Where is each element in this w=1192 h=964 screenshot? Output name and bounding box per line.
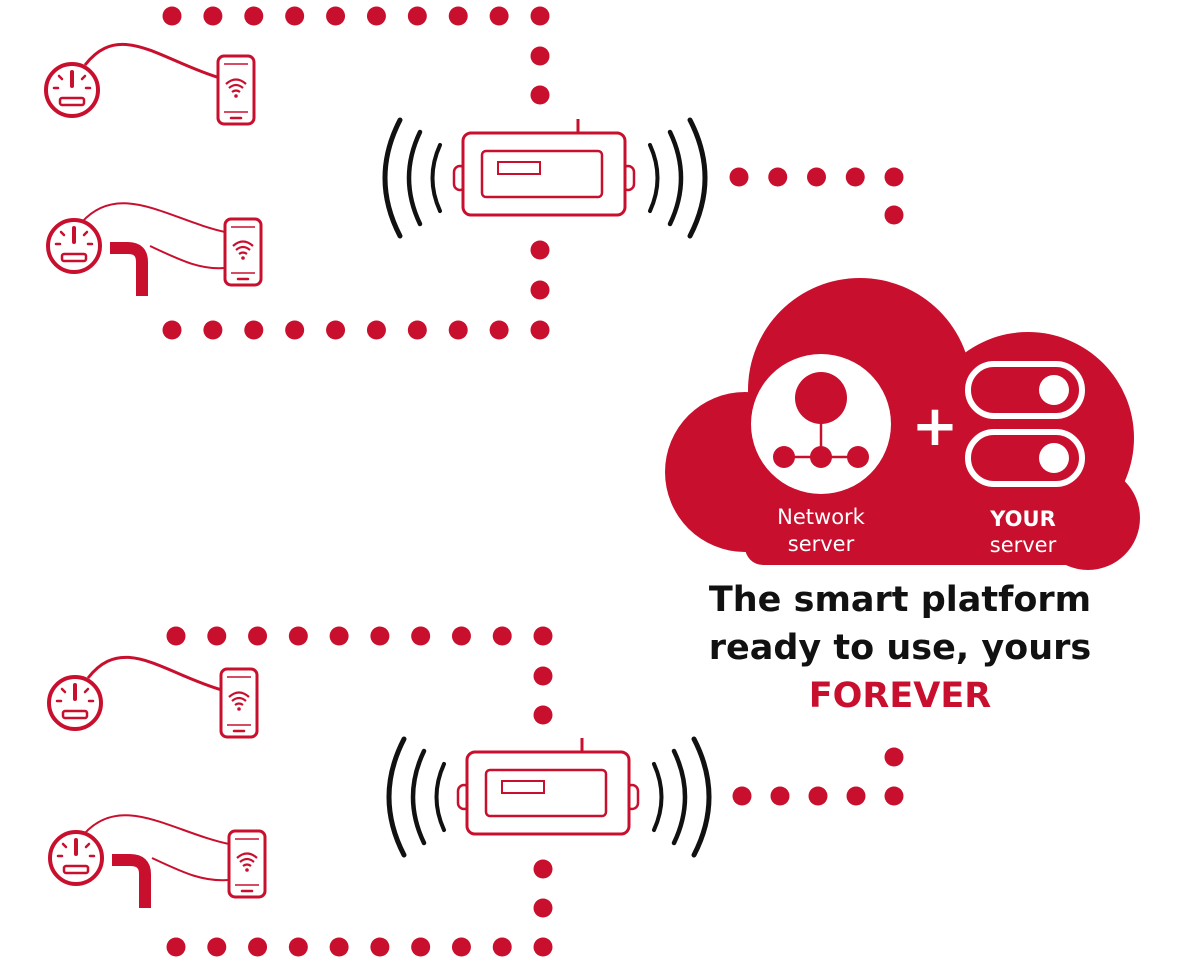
- meter-cable: [151, 857, 230, 882]
- radio-gateway-icon: [386, 736, 712, 858]
- connection-dot: [288, 937, 308, 957]
- connection-dot: [326, 320, 346, 340]
- connection-dot: [489, 6, 509, 26]
- connection-dot: [207, 626, 227, 646]
- connection-dot: [884, 205, 904, 225]
- tagline-line1: The smart platform: [708, 580, 1092, 620]
- connection-dot: [492, 937, 512, 957]
- connection-dot: [533, 898, 553, 918]
- dotted-connections: [162, 6, 904, 957]
- device-cluster-bottom: [47, 655, 267, 908]
- connection-dot: [533, 666, 553, 686]
- connection-dot: [533, 626, 553, 646]
- connection-dot: [808, 786, 828, 806]
- connection-dot: [530, 46, 550, 66]
- connection-dot: [768, 167, 788, 187]
- connection-dot: [162, 6, 182, 26]
- meter-gauge-icon: [47, 675, 103, 731]
- connection-dot: [329, 626, 349, 646]
- connection-dot: [244, 6, 264, 26]
- meter-cable: [83, 42, 221, 80]
- tagline-forever: FOREVER: [808, 676, 992, 716]
- connection-dot: [166, 937, 186, 957]
- connection-dot: [366, 320, 386, 340]
- connection-dot: [411, 626, 431, 646]
- pipe-meter-icon: [48, 830, 151, 908]
- connection-dot: [162, 320, 182, 340]
- connection-dot: [411, 937, 431, 957]
- connection-dot: [166, 626, 186, 646]
- meter-gauge-icon: [44, 62, 100, 118]
- connection-dot: [492, 626, 512, 646]
- toggle-switches-icon: [965, 361, 1085, 487]
- connection-dot: [489, 320, 509, 340]
- network-server-label-line2: server: [788, 532, 855, 556]
- meter-cable: [81, 202, 226, 233]
- connection-dot: [846, 786, 866, 806]
- network-server-icon: [751, 354, 891, 494]
- radio-waves-icon: [386, 736, 712, 858]
- smartphone-wifi-icon: [216, 54, 256, 126]
- connection-dot: [729, 167, 749, 187]
- tagline: The smart platform ready to use, yours F…: [660, 576, 1140, 720]
- connection-dot: [530, 280, 550, 300]
- connection-dot: [329, 937, 349, 957]
- meter-cable: [86, 655, 223, 692]
- meter-cable: [149, 245, 226, 270]
- radio-waves-icon: [382, 117, 708, 239]
- connection-dot: [203, 320, 223, 340]
- network-server-label-line1: Network: [777, 505, 866, 529]
- connection-dot: [451, 937, 471, 957]
- connection-dot: [407, 6, 427, 26]
- connection-dot: [370, 937, 390, 957]
- connection-dot: [530, 240, 550, 260]
- connection-dot: [244, 320, 264, 340]
- connection-dot: [533, 937, 553, 957]
- connection-dot: [448, 320, 468, 340]
- connection-dot: [807, 167, 826, 187]
- tagline-line2: ready to use, yours: [708, 628, 1092, 668]
- connection-dot: [248, 626, 268, 646]
- pipe-meter-icon: [46, 218, 148, 296]
- connection-dot: [285, 6, 305, 26]
- smartphone-wifi-icon: [219, 667, 259, 739]
- connection-dot: [732, 786, 752, 806]
- connection-dot: [533, 859, 553, 879]
- connection-dot: [326, 6, 346, 26]
- connection-dot: [884, 786, 904, 806]
- connection-dot: [448, 6, 468, 26]
- connection-dot: [207, 937, 227, 957]
- plus-sign: +: [912, 394, 959, 459]
- connection-dot: [530, 6, 550, 26]
- connection-dot: [407, 320, 427, 340]
- connection-dot: [370, 626, 390, 646]
- connection-dot: [884, 167, 904, 187]
- connection-dot: [366, 6, 386, 26]
- smartphone-wifi-icon: [223, 217, 263, 287]
- connection-dot: [288, 626, 308, 646]
- your-server-label-line2: server: [990, 533, 1057, 557]
- connection-dot: [285, 320, 305, 340]
- device-cluster-top: [44, 42, 263, 296]
- connection-dot: [770, 786, 790, 806]
- your-server-label-line1: YOUR: [989, 507, 1056, 531]
- smartphone-wifi-icon: [227, 829, 267, 899]
- connection-dot: [530, 320, 550, 340]
- radio-gateway-icon: [382, 117, 708, 239]
- connection-dot: [533, 705, 553, 725]
- connection-dot: [530, 85, 550, 105]
- connection-dot: [884, 747, 904, 767]
- connection-dot: [248, 937, 268, 957]
- cloud: + Network server YOUR server: [665, 278, 1140, 570]
- meter-cable: [83, 814, 230, 845]
- connection-dot: [451, 626, 471, 646]
- connection-dot: [845, 167, 865, 187]
- connection-dot: [203, 6, 223, 26]
